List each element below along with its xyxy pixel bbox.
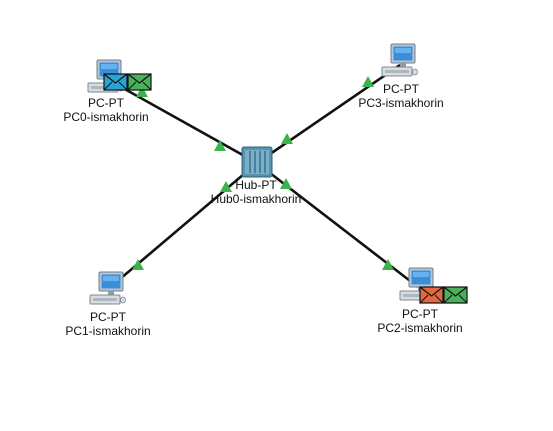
- pc1-type-label: PC-PT: [90, 310, 126, 324]
- pc1-pc-icon[interactable]: [89, 271, 126, 305]
- pc3-type-label: PC-PT: [383, 82, 419, 96]
- pc0-name-label: PC0-ismakhorin: [63, 110, 149, 124]
- link-pc1-hub[interactable]: [106, 162, 258, 291]
- hub-type-label: Hub-PT: [235, 178, 277, 192]
- link-status-pc1-up-icon: [132, 259, 144, 270]
- hub-name-label: Hub0-ismakhorin: [210, 192, 302, 206]
- pc3-name-label: PC3-ismakhorin: [358, 96, 444, 110]
- pc2-type-label: PC-PT: [402, 307, 438, 321]
- pc2-name-label: PC2-ismakhorin: [377, 321, 463, 335]
- envelope-red-envelope-icon[interactable]: [419, 286, 444, 304]
- pc1-name-label: PC1-ismakhorin: [65, 324, 151, 338]
- link-status-pc2-up-icon: [382, 259, 394, 270]
- pc3-pc-icon[interactable]: [381, 43, 418, 77]
- pc0-type-label: PC-PT: [88, 96, 124, 110]
- link-status-pc3-up-icon: [362, 76, 374, 87]
- link-status-hub-pc3-up-icon: [281, 133, 293, 144]
- hub-icon[interactable]: [241, 146, 273, 178]
- link-pc2-hub[interactable]: [256, 161, 419, 289]
- link-status-hub-pc0-up-icon: [214, 140, 226, 151]
- envelope-green-envelope-icon[interactable]: [127, 73, 152, 91]
- link-status-pc0-up-icon: [136, 86, 148, 97]
- link-pc3-hub[interactable]: [256, 63, 401, 165]
- envelope-green-envelope-icon[interactable]: [443, 286, 468, 304]
- envelope-blue-envelope-icon[interactable]: [103, 73, 128, 91]
- link-pc0-hub[interactable]: [104, 76, 258, 165]
- link-status-hub-pc2-up-icon: [280, 178, 292, 189]
- link-status-hub-pc1-up-icon: [220, 181, 232, 192]
